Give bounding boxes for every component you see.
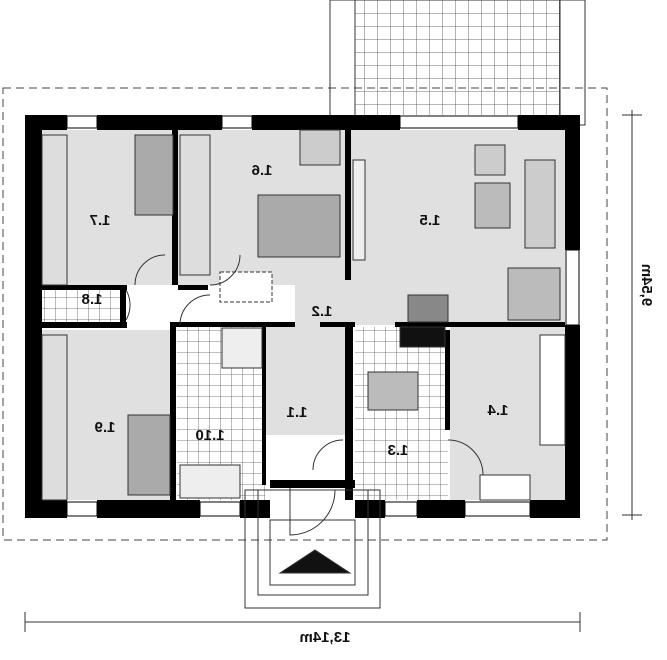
room-label-1-2: 1.2 [312, 303, 333, 320]
width-dimension: 13,14m [300, 629, 351, 646]
windows [66, 115, 580, 517]
depth-dimension: 9,54m [638, 264, 655, 307]
room-label-1-1: 1.1 [287, 404, 308, 421]
walls [25, 115, 580, 518]
room-label-1-6: 1.6 [252, 162, 273, 179]
room-label-1-3: 1.3 [388, 442, 409, 459]
tiles-1-8 [42, 290, 120, 322]
room-label-1-10: 1.10 [195, 427, 224, 444]
room-label-1-8: 1.8 [82, 291, 103, 308]
room-label-1-9: 1.9 [95, 419, 116, 436]
room-label-1-7: 1.7 [90, 212, 111, 229]
room-label-1-5: 1.5 [420, 212, 441, 229]
terrace [329, 0, 586, 126]
room-label-1-4: 1.4 [487, 402, 509, 419]
roof-outline [2, 87, 608, 541]
entrance [244, 489, 381, 609]
tiles-1-3 [355, 327, 448, 500]
dimension-lines [24, 110, 642, 632]
furniture [41, 129, 566, 501]
doors [125, 254, 484, 536]
